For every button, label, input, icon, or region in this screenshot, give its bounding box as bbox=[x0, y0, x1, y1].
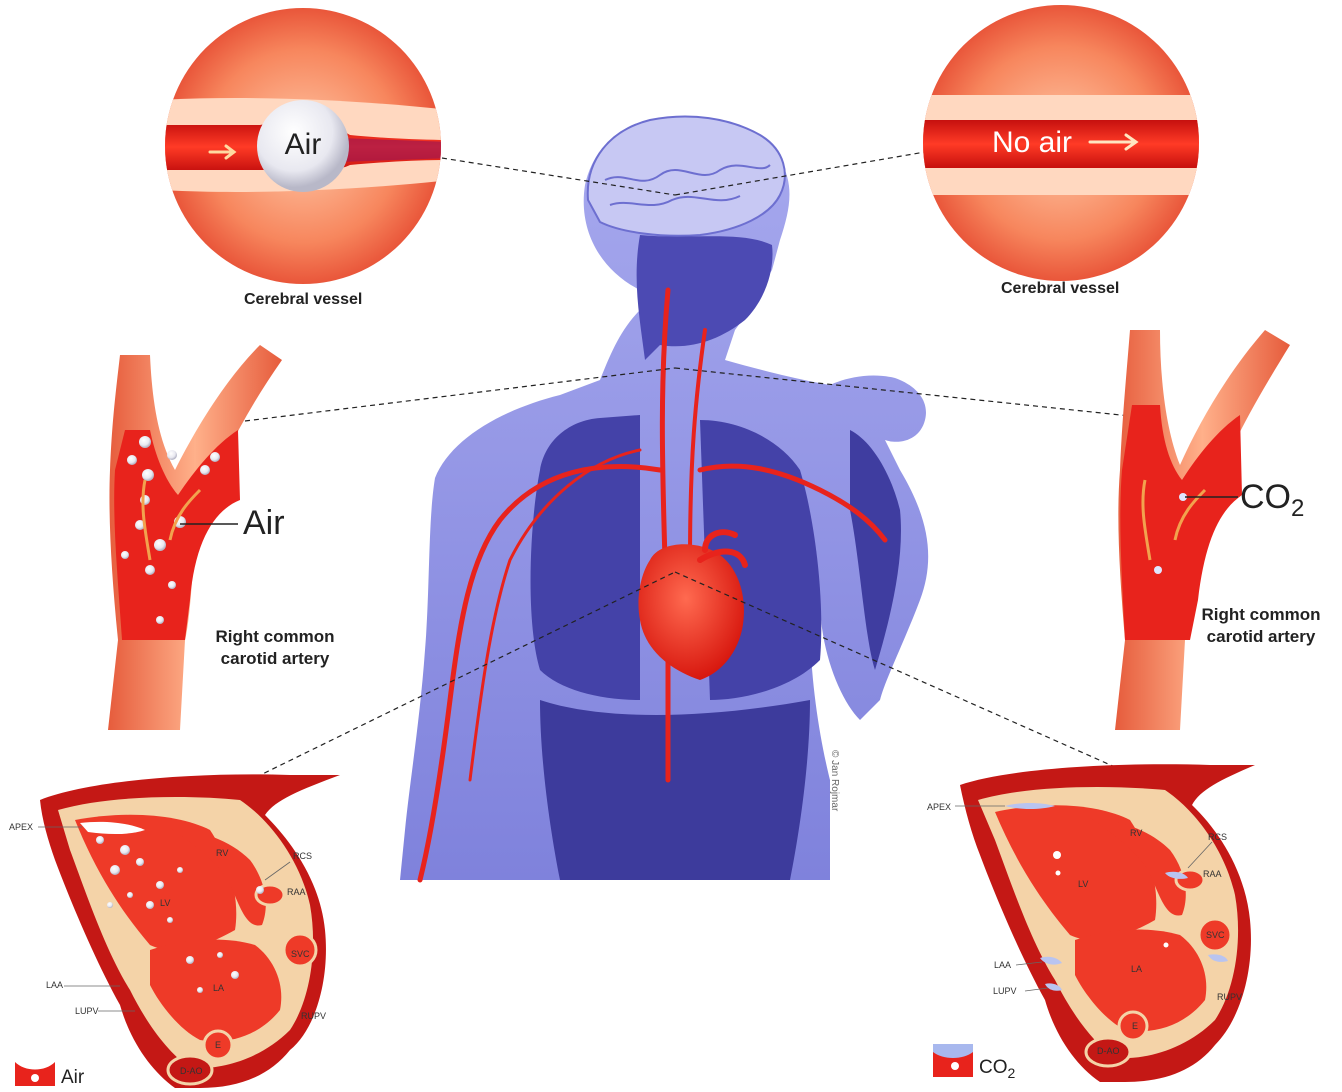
carotid-caption-right-line2: carotid artery bbox=[1186, 626, 1336, 648]
heart-section-co2 bbox=[955, 764, 1255, 1082]
air-bubble-label: Air bbox=[270, 128, 336, 162]
heart-right-apex-label: APEX bbox=[927, 802, 951, 812]
heart-section-air bbox=[38, 774, 340, 1088]
heart-left-lv-label: LV bbox=[160, 898, 170, 908]
carotid-caption-left: Right common carotid artery bbox=[200, 626, 350, 670]
heart-left-e-label: E bbox=[215, 1040, 221, 1050]
heart-left-rcs-label: RCS bbox=[293, 851, 312, 861]
carotid-caption-left-line2: carotid artery bbox=[200, 648, 350, 670]
cerebral-vessel-caption-right: Cerebral vessel bbox=[1001, 280, 1119, 298]
heart-right-e-label: E bbox=[1132, 1021, 1138, 1031]
heart-right-rcs-label: RCS bbox=[1208, 832, 1227, 842]
heart-right-laa-label: LAA bbox=[994, 960, 1011, 970]
illustrator-credit: © Jan Rojmar bbox=[829, 750, 840, 811]
heart-right-rupv-label: RUPV bbox=[1217, 992, 1242, 1002]
heart-right-lv-label: LV bbox=[1078, 879, 1088, 889]
carotid-co2-label: CO2 bbox=[1240, 478, 1304, 517]
co2-subscript: 2 bbox=[1291, 495, 1304, 522]
carotid-caption-right: Right common carotid artery bbox=[1186, 604, 1336, 648]
legend-co2-label: CO2 bbox=[979, 1057, 1015, 1079]
carotid-air-label: Air bbox=[243, 504, 285, 543]
heart-right-raa-label: RAA bbox=[1203, 869, 1222, 879]
heart-left-rv-label: RV bbox=[216, 848, 228, 858]
legend-air-label: Air bbox=[61, 1067, 84, 1089]
heart-left-dao-label: D-AO bbox=[180, 1066, 203, 1076]
carotid-caption-right-line1: Right common bbox=[1186, 604, 1336, 626]
human-figure bbox=[400, 116, 928, 880]
carotid-artery-co2 bbox=[1115, 330, 1290, 730]
legend-co2-subscript: 2 bbox=[1008, 1065, 1016, 1081]
heart-left-apex-label: APEX bbox=[9, 822, 33, 832]
heart-left-lupv-label: LUPV bbox=[75, 1006, 99, 1016]
heart-right-lupv-label: LUPV bbox=[993, 986, 1017, 996]
legend-air-swatch bbox=[15, 1053, 55, 1086]
heart-right-dao-label: D-AO bbox=[1097, 1046, 1120, 1056]
heart-right-svc-label: SVC bbox=[1206, 930, 1225, 940]
heart-left-raa-label: RAA bbox=[287, 887, 306, 897]
heart-left-laa-label: LAA bbox=[46, 980, 63, 990]
heart-left-svc-label: SVC bbox=[291, 949, 310, 959]
cerebral-vessel-caption-left: Cerebral vessel bbox=[244, 291, 362, 309]
carotid-caption-left-line1: Right common bbox=[200, 626, 350, 648]
legend-co2-swatch bbox=[933, 1044, 973, 1077]
heart-left-rupv-label: RUPV bbox=[301, 1011, 326, 1021]
heart-right-rv-label: RV bbox=[1130, 828, 1142, 838]
heart-left-la-label: LA bbox=[213, 983, 224, 993]
heart-right-la-label: LA bbox=[1131, 964, 1142, 974]
co2-main-text: CO bbox=[1240, 478, 1291, 516]
no-air-label: No air bbox=[992, 126, 1072, 160]
legend-co2-main: CO bbox=[979, 1057, 1008, 1078]
